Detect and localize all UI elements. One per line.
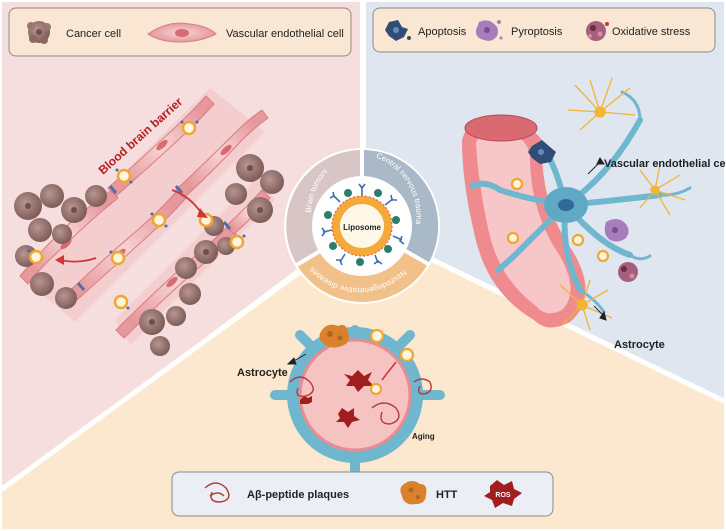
liposome-peg <box>324 189 400 266</box>
pointer-arrows-bottom <box>286 353 307 365</box>
liposome-bilayer-dots <box>331 195 393 257</box>
ab-plaques <box>289 376 432 425</box>
liposome-aqueous-core <box>340 204 384 248</box>
legend-ab-plaques-label: Aβ-peptide plaques <box>247 489 349 501</box>
legend-top-left: Cancer cell Vascular endothelial cell <box>8 7 352 57</box>
oxidative-cell <box>618 262 638 282</box>
center-ring: Liposome Brain tumors Central nervous tr… <box>284 148 440 304</box>
astrocyte-bottom <box>559 279 613 331</box>
ros-icon <box>484 480 522 508</box>
vessel-lumen <box>20 88 265 322</box>
neuron-nucleus <box>558 199 574 211</box>
arrowhead-2 <box>55 255 64 265</box>
ros-icon-label: ROS <box>495 492 511 499</box>
astrocyte-top <box>567 77 636 131</box>
endothelial-cell-icon <box>147 22 217 43</box>
cancer-cell-icon <box>27 21 51 44</box>
vessel-opening <box>464 114 538 142</box>
liposome-core: Liposome <box>321 183 405 266</box>
liposome-ligands <box>321 183 405 266</box>
ab-plaque-icon <box>204 482 230 503</box>
vascular-endothelial-label: Vascular endothelial cell <box>604 158 726 170</box>
liposomes-bottom <box>369 328 415 396</box>
tight-junctions <box>76 185 232 291</box>
arrowhead-1 <box>197 208 208 218</box>
liposome-ligands-left <box>27 120 246 310</box>
neuron-processes-thin <box>578 90 692 314</box>
pyroptotic-cell <box>604 219 629 242</box>
astrocyte-mid <box>639 164 686 216</box>
pyroptosis-icon <box>475 20 503 41</box>
cancer-cell-cluster-left <box>14 184 107 309</box>
bottom-vessel-wall <box>298 338 412 452</box>
cancer-cell-cluster-right <box>139 154 284 356</box>
liposomes-left <box>28 120 245 310</box>
oxidative-stress-icon <box>586 21 609 41</box>
legend-oxidative-stress-label: Oxidative stress <box>612 26 691 38</box>
bottom-vessel-cross-section <box>287 327 423 463</box>
apoptosis-icon <box>385 20 411 41</box>
legend-endothelial-label: Vascular endothelial cell <box>226 28 344 40</box>
cancer-cell-nuclei <box>25 165 263 325</box>
entry-arrow-bottom <box>381 361 397 381</box>
htt-icon <box>400 481 427 505</box>
htt-aggregate <box>319 324 350 348</box>
legend-top-right: Apoptosis Pyroptosis Oxidative stress <box>372 7 716 53</box>
legend-bottom: Aβ-peptide plaques HTT ROS <box>171 471 554 517</box>
legend-apoptosis-label: Apoptosis <box>418 26 467 38</box>
pointer-arrows-right <box>587 157 607 321</box>
legend-pyroptosis-label: Pyroptosis <box>511 26 563 38</box>
panel-brain-tumors-bg <box>2 2 360 485</box>
aging-label: Aging <box>412 432 435 441</box>
trauma-illustration: Vascular endothelial cell Astrocyte <box>462 77 726 351</box>
blood-vessel-inner <box>476 131 571 314</box>
legend-cancer-cell-label: Cancer cell <box>66 28 121 40</box>
liposome-label: Liposome <box>343 223 381 232</box>
ros-marks-vessel <box>300 370 374 428</box>
astrocyte-label-right: Astrocyte <box>614 339 665 351</box>
apoptotic-cell <box>528 140 556 164</box>
neurodegenerative-illustration: Astrocyte Aging <box>237 324 445 475</box>
liposomes-right <box>506 177 610 263</box>
astrocytes-right <box>559 77 686 331</box>
legend-htt-label: HTT <box>436 489 458 501</box>
astrocyte-label-bottom: Astrocyte <box>237 367 288 379</box>
